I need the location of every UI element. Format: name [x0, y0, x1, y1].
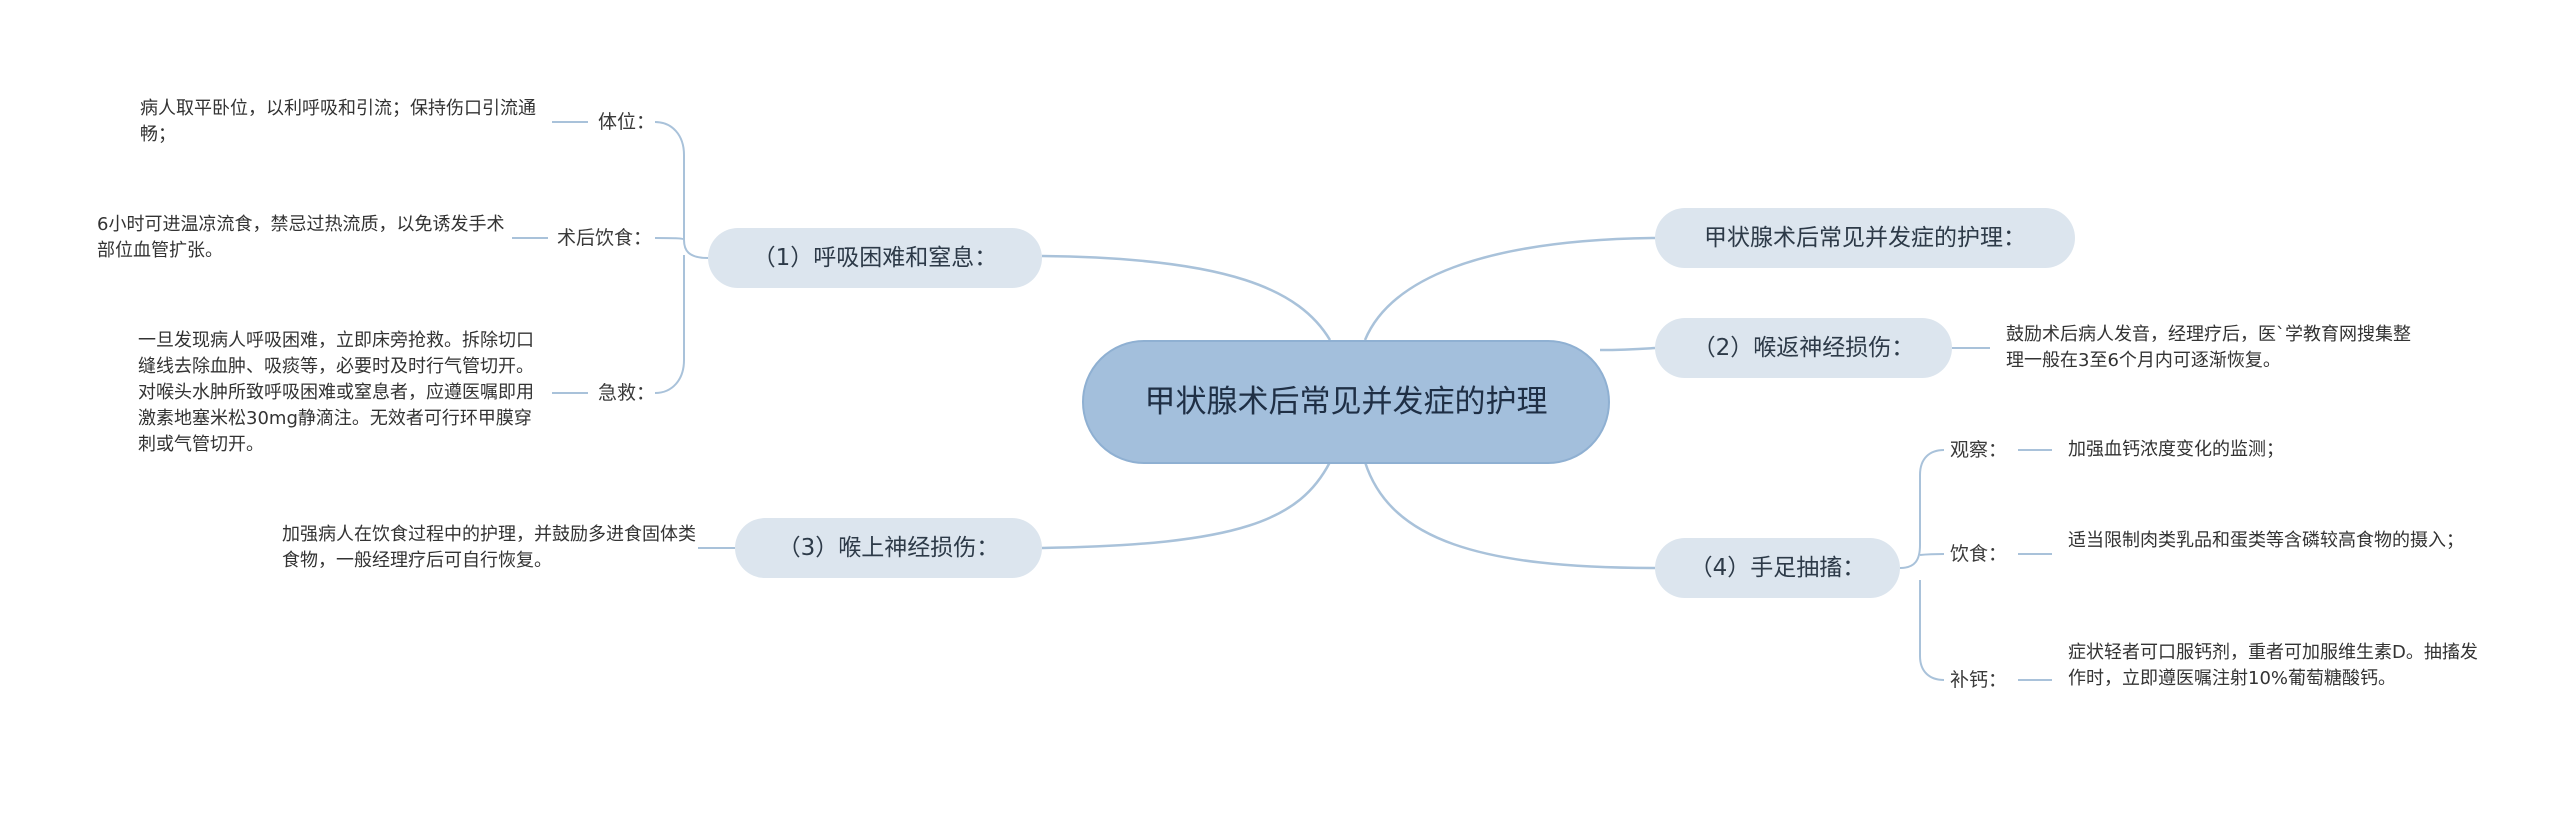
leaf-superior-laryngeal-text: 加强病人在饮食过程中的护理，并鼓励多进食固体类食物，一般经理疗后可自行恢复。: [282, 522, 696, 574]
subtopic-label: 术后饮食：: [557, 227, 653, 249]
leaf-text: 一旦发现病人呼吸困难，立即床旁抢救。拆除切口缝线去除血肿、吸痰等，必要时及时行气…: [138, 330, 534, 455]
leaf-text: 症状轻者可口服钙剂，重者可加服维生素D。抽搐发作时，立即遵医嘱注射10%葡萄糖酸…: [2068, 642, 2478, 689]
link-b1-sub2: [654, 237, 685, 241]
link-root-b2: [1599, 346, 1656, 352]
leaf-position-text: 病人取平卧位，以利呼吸和引流；保持伤口引流通畅；: [140, 96, 550, 148]
link-root-b1: [1041, 254, 1332, 341]
leaf-recurrent-laryngeal-text: 鼓励术后病人发音，经理疗后，医`学教育网搜集整理一般在3至6个月内可逐渐恢复。: [2006, 322, 2426, 374]
link-b4-sub3: [1919, 580, 1945, 681]
leaf-text: 6小时可进温凉流食，禁忌过热流质，以免诱发手术部位血管扩张。: [97, 214, 505, 261]
branch-label: （1）呼吸困难和窒息：: [752, 245, 998, 271]
leaf-text: 适当限制肉类乳品和蛋类等含磷较高食物的摄入；: [2068, 530, 2464, 551]
link-root-b0: [1363, 236, 1656, 341]
link-b1-bracket: [654, 121, 709, 259]
leaf-text: 鼓励术后病人发音，经理疗后，医`学教育网搜集整理一般在3至6个月内可逐渐恢复。: [2006, 324, 2411, 371]
subtopic-label: 观察：: [1950, 439, 2008, 461]
leaf-text: 加强血钙浓度变化的监测；: [2068, 439, 2284, 460]
root-topic[interactable]: 甲状腺术后常见并发症的护理: [1082, 340, 1610, 464]
branch-label: （2）喉返神经损伤：: [1692, 335, 1915, 361]
branch-tetany[interactable]: （4）手足抽搐：: [1655, 538, 1900, 598]
leaf-diet-text: 适当限制肉类乳品和蛋类等含磷较高食物的摄入；: [2068, 528, 2486, 554]
branch-label: （4）手足抽搐：: [1689, 555, 1866, 581]
root-topic-label: 甲状腺术后常见并发症的护理: [1144, 383, 1548, 420]
link-b4-sub2: [1919, 553, 1945, 556]
link-b1-sub3: [654, 255, 685, 394]
leaf-text: 病人取平卧位，以利呼吸和引流；保持伤口引流通畅；: [140, 98, 536, 145]
subtopic-position[interactable]: 体位：: [598, 110, 655, 134]
leaf-observation-text: 加强血钙浓度变化的监测；: [2068, 437, 2468, 463]
subtopic-label: 饮食：: [1950, 543, 2008, 565]
subtopic-calcium[interactable]: 补钙：: [1950, 668, 2007, 692]
branch-label: （3）喉上神经损伤：: [777, 535, 1000, 561]
branch-label: 甲状腺术后常见并发症的护理：: [1704, 225, 2026, 251]
subtopic-label: 急救：: [598, 382, 656, 404]
link-root-b4: [1363, 461, 1656, 570]
subtopic-postop-diet[interactable]: 术后饮食：: [557, 226, 652, 250]
branch-recurrent-laryngeal-nerve[interactable]: （2）喉返神经损伤：: [1655, 318, 1952, 378]
branch-superior-laryngeal-nerve[interactable]: （3）喉上神经损伤：: [735, 518, 1042, 578]
subtopic-diet[interactable]: 饮食：: [1950, 542, 2007, 566]
link-b4-bracket: [1899, 449, 1945, 569]
leaf-calcium-text: 症状轻者可口服钙剂，重者可加服维生素D。抽搐发作时，立即遵医嘱注射10%葡萄糖酸…: [2068, 640, 2486, 692]
leaf-text: 加强病人在饮食过程中的护理，并鼓励多进食固体类食物，一般经理疗后可自行恢复。: [282, 524, 696, 571]
leaf-postop-diet-text: 6小时可进温凉流食，禁忌过热流质，以免诱发手术部位血管扩张。: [97, 212, 509, 264]
subtopic-observation[interactable]: 观察：: [1950, 438, 2007, 462]
subtopic-label: 体位：: [598, 111, 656, 133]
subtopic-label: 补钙：: [1950, 669, 2008, 691]
subtopic-first-aid[interactable]: 急救：: [598, 381, 655, 405]
branch-dyspnea-asphyxia[interactable]: （1）呼吸困难和窒息：: [708, 228, 1042, 288]
link-root-b3: [1041, 461, 1332, 550]
branch-overview[interactable]: 甲状腺术后常见并发症的护理：: [1655, 208, 2075, 268]
leaf-first-aid-text: 一旦发现病人呼吸困难，立即床旁抢救。拆除切口缝线去除血肿、吸痰等，必要时及时行气…: [138, 328, 548, 458]
